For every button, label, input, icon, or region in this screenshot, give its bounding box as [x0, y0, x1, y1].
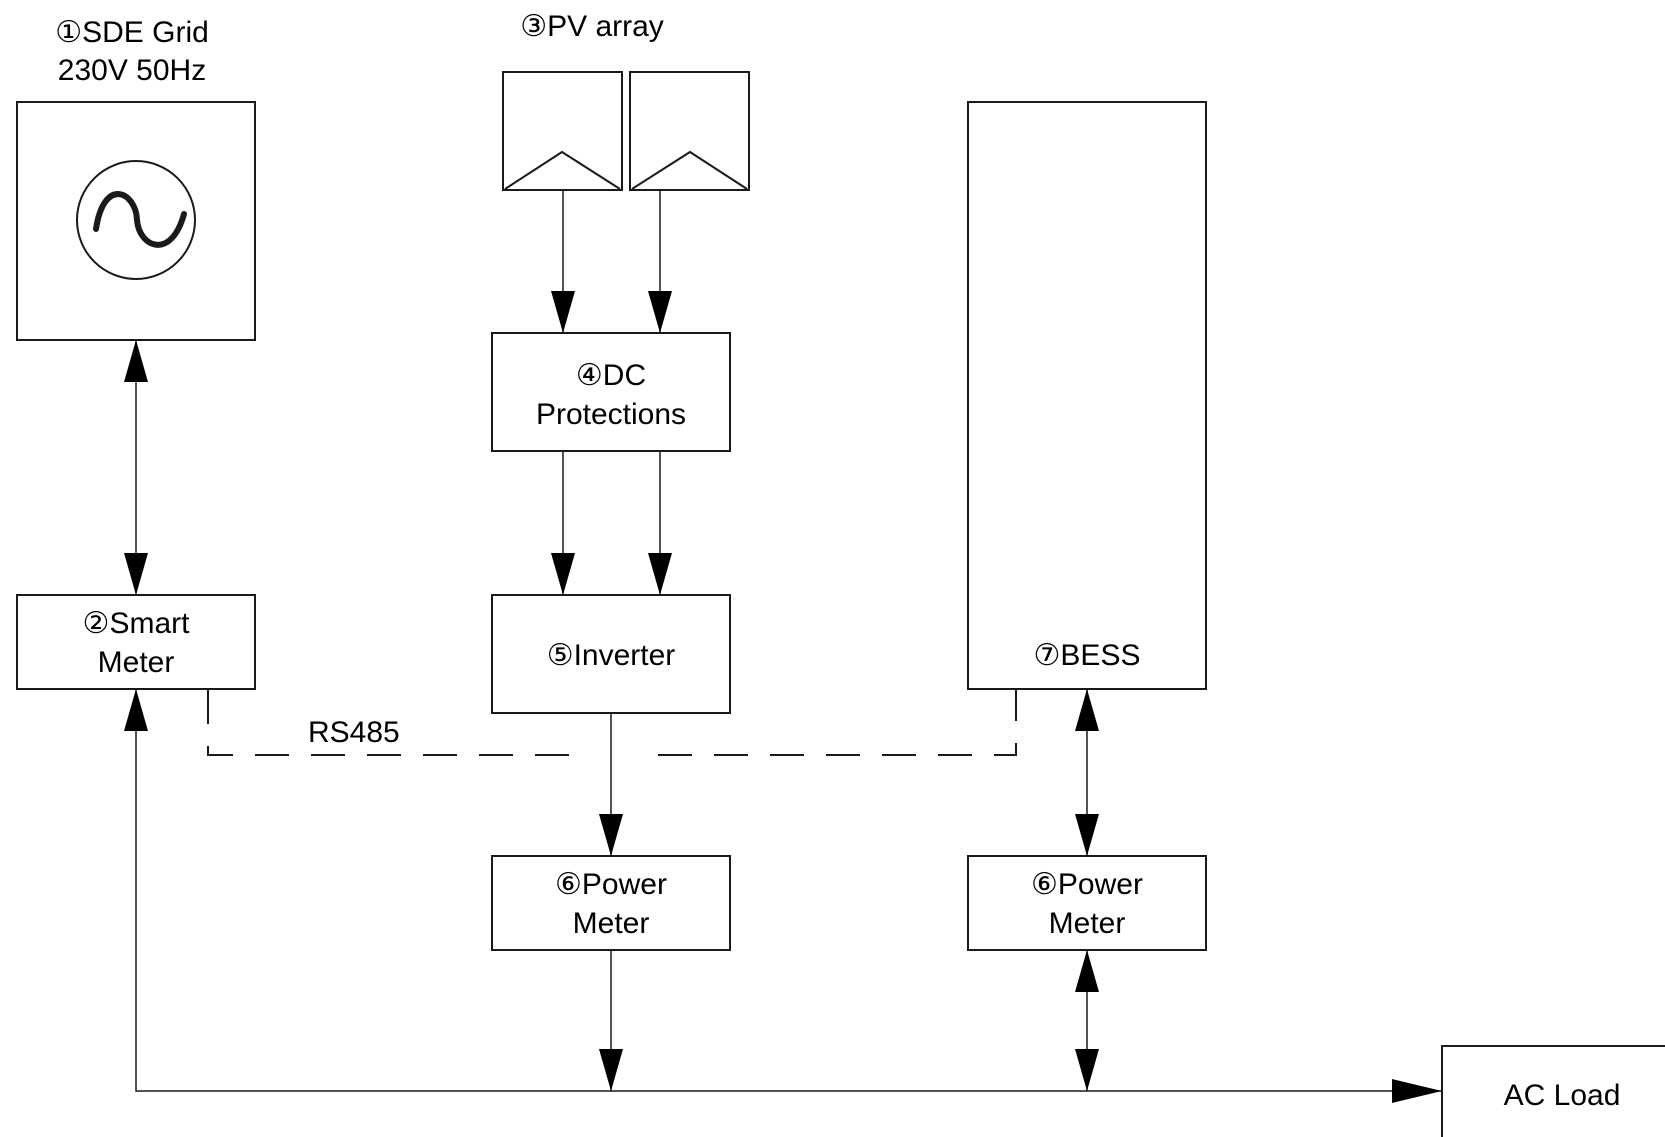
arrowheads — [124, 291, 1442, 1103]
smart-meter-line1: ②Smart — [83, 607, 191, 640]
ac-source-sine-icon — [76, 160, 196, 280]
bess-box — [967, 101, 1207, 690]
arrow-up-grid — [124, 340, 148, 382]
arrow-right-ac-load — [1392, 1079, 1442, 1103]
power-meter-pv-box — [491, 855, 731, 951]
arrow-down-power-meter-pv — [599, 814, 623, 856]
smart-meter-line2: Meter — [98, 646, 175, 679]
grid-title: ①SDE Grid — [55, 16, 209, 49]
pv-panel-icon — [629, 71, 750, 191]
inverter-label: ⑤Inverter — [547, 639, 676, 672]
ac-load-box — [1441, 1045, 1665, 1137]
ac-load-label: AC Load — [1504, 1079, 1621, 1112]
inverter-block: ⑤Inverter — [491, 594, 731, 714]
arrow-up-smart-meter — [124, 689, 148, 731]
grid-rating: 230V 50Hz — [58, 54, 206, 87]
dc-protections-block: ④DC Protections — [491, 332, 731, 452]
power-wires — [135, 190, 1442, 1092]
inverter-box — [491, 594, 731, 714]
ac-load-block: AC Load — [1441, 1045, 1665, 1137]
arrow-down-inv1 — [551, 553, 575, 595]
arrow-down-dc1 — [551, 291, 575, 333]
power-meter-bess-box — [967, 855, 1207, 951]
pv-panel-icon — [502, 71, 623, 191]
arrow-down-bus-bess — [1075, 1049, 1099, 1091]
power-meter-bess-line1: ⑥Power — [1031, 868, 1143, 901]
dc-protections-box — [491, 332, 731, 452]
pv-array-block: ③PV array — [502, 10, 750, 191]
pv-array-title: ③PV array — [520, 10, 664, 43]
arrow-down-inv2 — [648, 553, 672, 595]
rs485-label: RS485 — [308, 716, 400, 749]
arrow-up-power-meter-bess — [1075, 950, 1099, 992]
grid-block: ①SDE Grid 230V 50Hz — [16, 16, 256, 341]
power-meter-pv-line1: ⑥Power — [555, 868, 667, 901]
ac-bus — [135, 689, 1442, 1092]
smart-meter-block: ②Smart Meter — [16, 594, 256, 690]
dc-protections-line1: ④DC — [576, 359, 646, 392]
arrow-up-bess — [1075, 689, 1099, 731]
arrow-down-dc2 — [648, 291, 672, 333]
dc-protections-line2: Protections — [536, 398, 686, 431]
rs485-line-left — [207, 690, 570, 756]
rs485-line-right — [658, 690, 1017, 756]
power-meter-pv-block: ⑥Power Meter — [491, 855, 731, 951]
power-meter-bess-line2: Meter — [1049, 907, 1126, 940]
bess-block: ⑦BESS — [967, 101, 1207, 690]
power-meter-pv-line2: Meter — [573, 907, 650, 940]
smart-meter-box — [16, 594, 256, 690]
rs485-bus: RS485 — [207, 690, 1017, 756]
arrow-down-power-meter-bess — [1075, 814, 1099, 856]
arrow-down-bus-pv — [599, 1049, 623, 1091]
bess-label: ⑦BESS — [1034, 639, 1141, 672]
power-meter-bess-block: ⑥Power Meter — [967, 855, 1207, 951]
arrow-down-smart-meter — [124, 553, 148, 595]
